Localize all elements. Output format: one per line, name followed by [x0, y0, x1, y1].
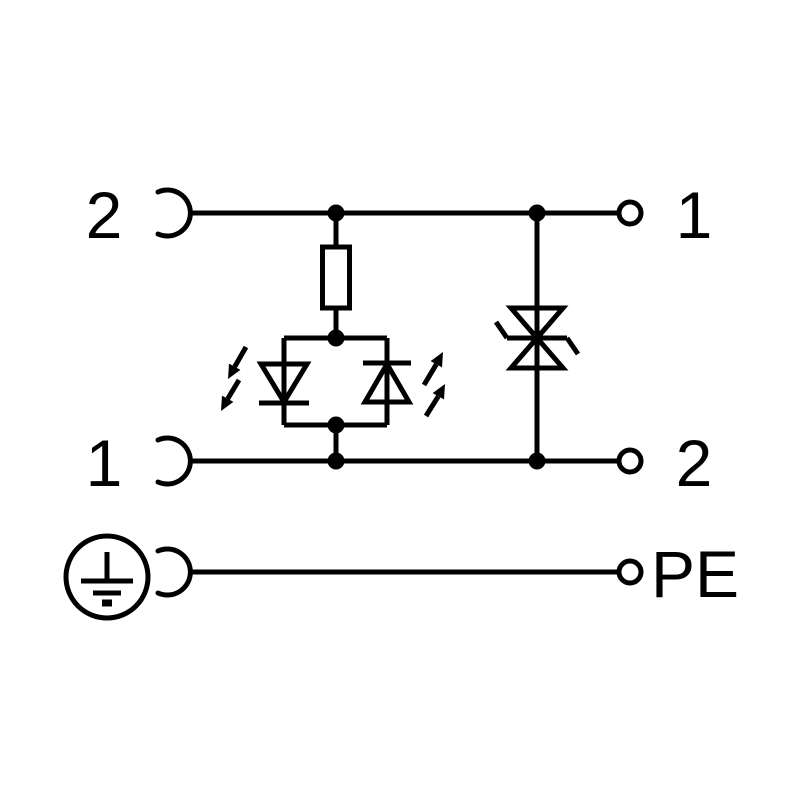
junction-dot	[327, 452, 345, 470]
junction-dot	[327, 329, 345, 347]
light-emission-arrow-icon	[421, 352, 445, 418]
terminal-circle-icon	[616, 199, 644, 227]
light-emission-arrow-icon	[221, 345, 249, 411]
pin-label-right-1: 1	[676, 178, 713, 252]
row-top: 2 1	[86, 178, 713, 252]
terminal-circle-icon	[616, 558, 644, 586]
resistor-branch	[320, 213, 352, 338]
junction-dot	[528, 204, 546, 222]
led-pair-branch	[221, 335, 445, 461]
junction-dot	[327, 416, 345, 434]
socket-contact-icon	[155, 546, 193, 598]
suppressor-diode-icon	[493, 305, 581, 371]
row-pe: PE	[63, 533, 739, 621]
row-middle: 1 2	[86, 426, 713, 500]
pin-label-left-1: 1	[86, 426, 123, 500]
protective-earth-icon	[63, 533, 151, 621]
junction-dot	[528, 452, 546, 470]
junction-dots	[327, 204, 546, 470]
wire-led-box	[281, 335, 390, 428]
led-icon	[221, 345, 312, 411]
suppressor-branch	[493, 213, 581, 461]
led-icon	[360, 352, 445, 418]
pin-label-left-2: 2	[86, 178, 123, 252]
junction-dot	[327, 204, 345, 222]
socket-contact-icon	[155, 435, 193, 487]
terminal-circle-icon	[616, 447, 644, 475]
pin-label-right-pe: PE	[651, 537, 739, 611]
socket-contact-icon	[155, 187, 193, 239]
pin-label-right-2: 2	[676, 426, 713, 500]
resistor-icon	[320, 244, 352, 311]
